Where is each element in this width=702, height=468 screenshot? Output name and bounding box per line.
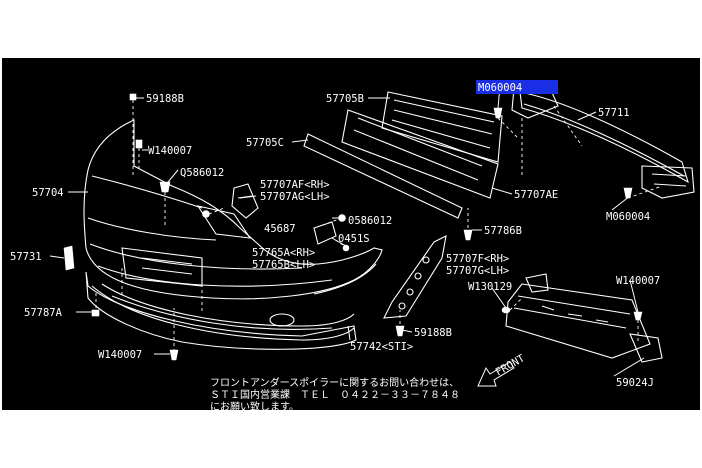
figure-code: A590001266 (632, 398, 696, 410)
part-label-57705B[interactable]: 57705B (326, 93, 364, 105)
part-label-M060004[interactable]: M060004 (606, 211, 650, 223)
part-label-57707F[interactable]: 57707F<RH> (446, 253, 509, 265)
exploded-view-svg: FRONT 59188B W140007 57704 Q586012 57731… (10, 80, 695, 410)
note-line-3: にお願い致します。 (210, 400, 299, 410)
sti-lip-57742[interactable] (85, 271, 357, 350)
part-label-57707AG[interactable]: 57707AG<LH> (260, 191, 330, 203)
part-label-59024J[interactable]: 59024J (616, 377, 654, 389)
brackets-57707AF[interactable] (231, 183, 259, 219)
front-label: FRONT (494, 352, 528, 379)
part-label-59188B[interactable]: 59188B (146, 93, 184, 105)
part-label-0586012[interactable]: 0586012 (348, 215, 392, 227)
brackets-57765A[interactable] (313, 221, 337, 245)
part-label-57765B[interactable]: 57765B<LH> (252, 259, 315, 271)
part-label-59188B[interactable]: 59188B (414, 327, 452, 339)
part-label-57787A[interactable]: 57787A (24, 307, 63, 319)
guide-lines (95, 100, 663, 358)
note-line-2: ＳＴＩ国内営業課 ＴＥＬ ０４２２－３３－７８４８ (210, 388, 460, 401)
part-label-45687[interactable]: 45687 (264, 223, 296, 235)
part-label-57707AE[interactable]: 57707AE (514, 189, 558, 201)
part-label-M060004[interactable]: M060004 (478, 82, 522, 94)
part-label-57765A[interactable]: 57765A<RH> (252, 247, 315, 259)
part-label-57707G[interactable]: 57707G<LH> (446, 265, 509, 277)
part-label-57711[interactable]: 57711 (598, 107, 630, 119)
part-label-Q586012[interactable]: Q586012 (180, 167, 224, 179)
part-label-W140007[interactable]: W140007 (148, 145, 192, 157)
fasteners (63, 93, 643, 361)
parts-diagram-canvas: FRONT 59188B W140007 57704 Q586012 57731… (2, 58, 700, 410)
part-label-57707AF[interactable]: 57707AF<RH> (260, 179, 330, 191)
part-label-W140007[interactable]: W140007 (616, 275, 660, 287)
part-label-57786B[interactable]: 57786B (484, 225, 522, 237)
sti-contact-note: フロントアンダースポイラーに関するお問い合わせは、 ＳＴＩ国内営業課 ＴＥＬ ０… (210, 376, 460, 410)
part-label-W130129[interactable]: W130129 (468, 281, 512, 293)
part-label-57705C[interactable]: 57705C (246, 137, 284, 149)
part-label-57731[interactable]: 57731 (10, 251, 42, 263)
part-labels: 59188B W140007 57704 Q586012 57731 57787… (10, 82, 660, 389)
reinforcement-57711[interactable] (511, 87, 695, 199)
part-label-W140007[interactable]: W140007 (98, 349, 142, 361)
note-line-1: フロントアンダースポイラーに関するお問い合わせは、 (210, 376, 459, 389)
absorber-57705B[interactable] (341, 91, 503, 199)
front-direction-indicator: FRONT (477, 352, 528, 387)
part-label-0451S[interactable]: 0451S (338, 233, 370, 245)
part-label-57704[interactable]: 57704 (32, 187, 64, 199)
side-bracket-57707F[interactable] (383, 235, 447, 319)
under-cover-59024J[interactable] (505, 273, 663, 363)
selected-part-highlight (476, 80, 558, 94)
bar-57705C[interactable] (303, 133, 463, 219)
part-label-57742[interactable]: 57742<STI> (350, 341, 413, 353)
bumper-face-57704[interactable] (83, 119, 383, 330)
leader-lines (49, 85, 645, 377)
